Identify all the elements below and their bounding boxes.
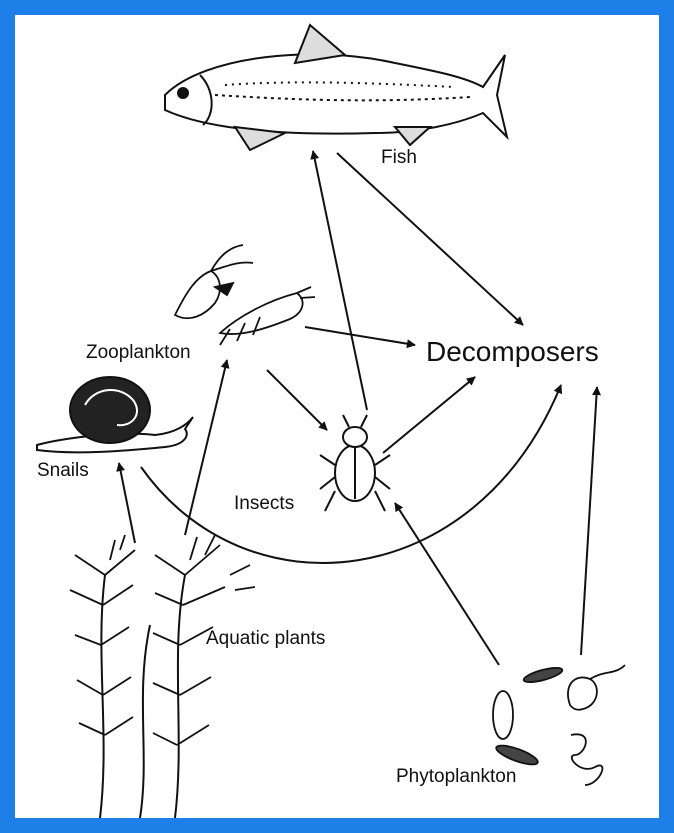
phytoplankton-label: Phytoplankton [396, 767, 516, 786]
insect-illustration [320, 415, 390, 511]
food-web-graphic [15, 15, 659, 818]
zooplankton-label: Zooplankton [86, 343, 191, 362]
arrow-phytoplankton-to-decomposers [581, 387, 597, 655]
insects-label: Insects [234, 494, 294, 513]
arrow-plants-to-snails [119, 463, 135, 543]
arrow-plants-to-zooplankton [185, 360, 227, 535]
diagram-canvas: Fish Decomposers Zooplankton Snails Inse… [15, 15, 659, 818]
fish-label: Fish [381, 148, 417, 167]
arrow-insects-to-fish [313, 151, 367, 410]
zooplankton-illustration [175, 245, 315, 345]
aquatic-plants-illustration [70, 535, 255, 818]
aquatic-plants-label: Aquatic plants [206, 629, 325, 648]
fish-illustration [165, 25, 507, 150]
decomposers-label: Decomposers [426, 338, 599, 366]
arrow-insects-to-decomposers [383, 377, 475, 453]
arrow-zooplankton-to-insects [267, 370, 327, 430]
snail-illustration [37, 377, 193, 452]
snails-label: Snails [37, 461, 89, 480]
arrow-zooplankton-to-decomposers [305, 327, 415, 345]
arrow-fish-to-decomposers [337, 153, 523, 325]
food-web-arrows [119, 151, 597, 665]
